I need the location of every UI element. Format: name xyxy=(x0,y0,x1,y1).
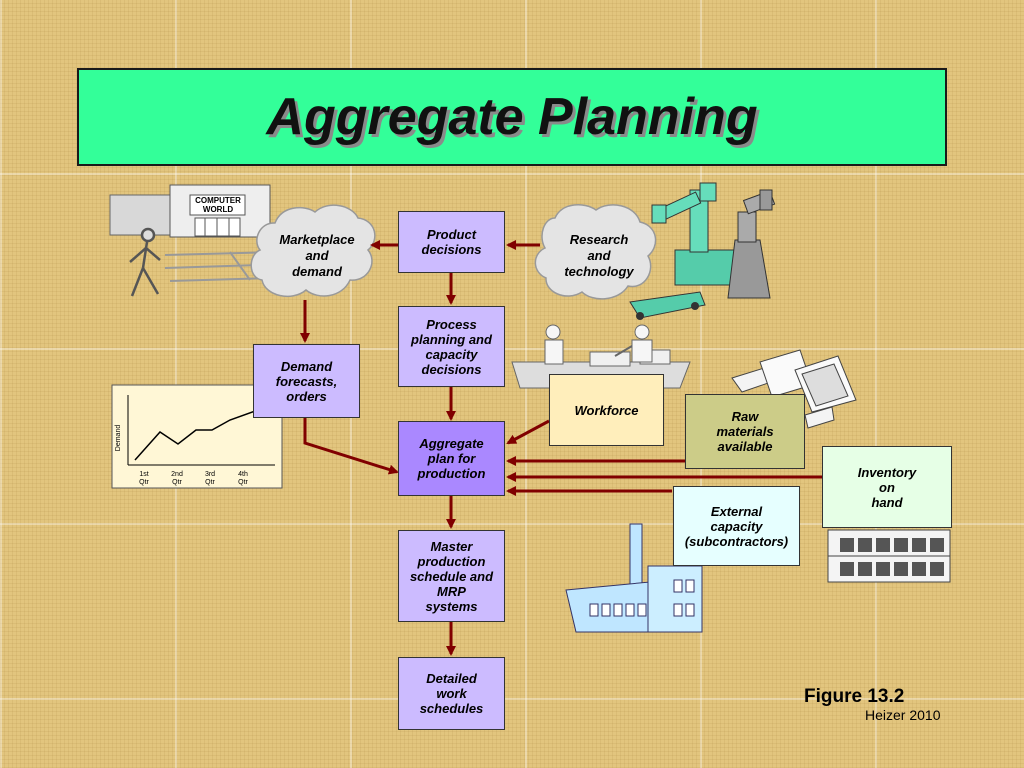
flow-arrows xyxy=(300,240,822,656)
page-title: Aggregate Planning xyxy=(266,88,758,146)
mini-chart-ylabel: Demand xyxy=(115,425,122,452)
walking-person-icon xyxy=(129,227,161,297)
title-banner: Aggregate Planning xyxy=(77,68,947,166)
process-planning-box: Process planning and capacity decisions xyxy=(398,306,505,387)
robot-arm-illustration xyxy=(629,182,776,320)
store-sign-line2: WORLD xyxy=(203,205,233,214)
master-schedule-box: Master production schedule and MRP syste… xyxy=(398,530,505,622)
detailed-schedules-box: Detailed work schedules xyxy=(398,657,505,730)
raw-materials-box: Raw materials available xyxy=(685,394,805,469)
workforce-box: Workforce xyxy=(549,374,664,446)
figure-label: Figure 13.2 xyxy=(804,686,905,707)
research-cloud xyxy=(534,204,657,300)
raw-materials-illustration xyxy=(731,349,857,429)
product-decisions-box: Product decisions xyxy=(398,211,505,273)
research-technology-label: Research and technology xyxy=(564,232,634,279)
factory-illustration xyxy=(565,523,703,633)
figure-credit: Heizer 2010 xyxy=(865,707,941,723)
inventory-on-hand-box: Inventory on hand xyxy=(822,446,952,528)
marketplace-cloud xyxy=(250,204,376,298)
store-sign-line1: COMPUTER xyxy=(195,196,241,205)
store-illustration: COMPUTER WORLD xyxy=(109,184,291,297)
aggregate-plan-box: Aggregate plan for production xyxy=(398,421,505,496)
external-capacity-box: External capacity (subcontractors) xyxy=(673,486,800,566)
inventory-shelves-illustration xyxy=(827,529,951,583)
marketplace-demand-label: Marketplace and demand xyxy=(279,232,355,279)
demand-forecasts-box: Demand forecasts, orders xyxy=(253,344,360,418)
